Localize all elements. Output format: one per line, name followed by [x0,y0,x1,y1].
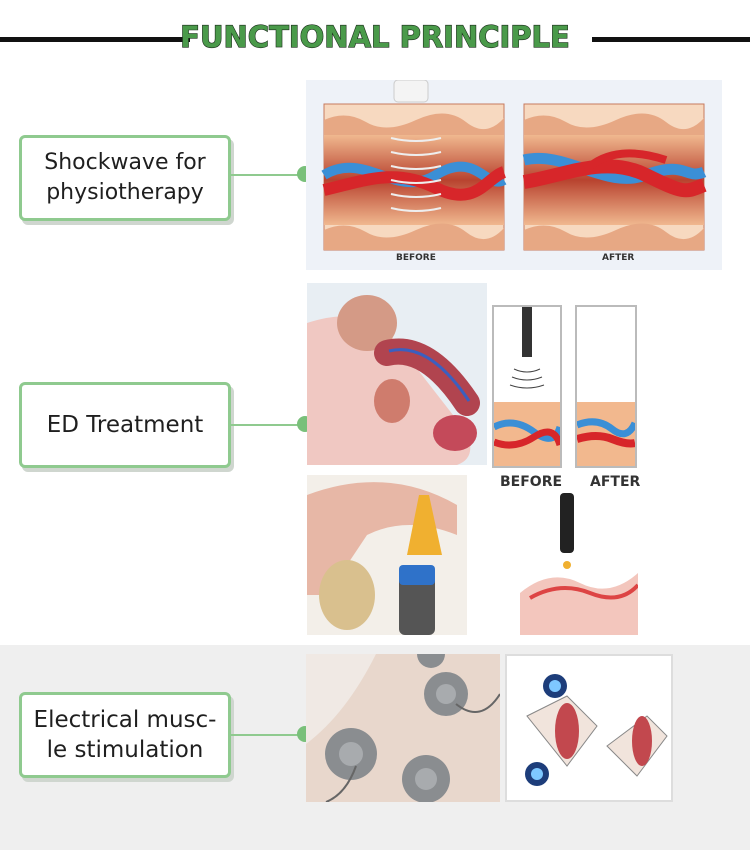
label-text: Shockwave for physiotherapy [44,150,206,205]
tissue-cross-section-svg [321,80,707,251]
connector-line [231,734,301,736]
ed-treatment-side-view-illustration [307,475,467,635]
shockwave-before-after-illustration: BEFORE AFTER [306,80,722,270]
muscle-nerve-diagram [505,654,673,802]
header-rule-right [592,37,750,42]
ed-after-panel [575,305,637,468]
header-rule-left [0,37,190,42]
label-text: ED Treatment [46,412,204,438]
label-shockwave-physiotherapy: Shockwave for physiotherapy [19,135,231,221]
ed-before-panel [492,305,562,468]
ed-anatomy-illustration [307,283,487,465]
before-panel [321,80,507,251]
ed-caption-before: BEFORE [500,474,563,490]
connector-line [231,424,301,426]
label-ed-treatment: ED Treatment [19,382,231,468]
electrode-pads-photo [306,654,500,802]
label-electrical-muscle-stimulation: Electrical musc-le stimulation [19,692,231,778]
caption-before: BEFORE [396,253,436,263]
connector-line [231,174,301,176]
caption-after: AFTER [602,253,635,263]
label-text: Electrical musc-le stimulation [33,707,217,763]
page-title: FUNCTIONAL PRINCIPLE [180,19,571,54]
ed-applicator-illustration [520,493,638,635]
ed-caption-after: AFTER [590,474,641,490]
after-panel [522,103,707,251]
